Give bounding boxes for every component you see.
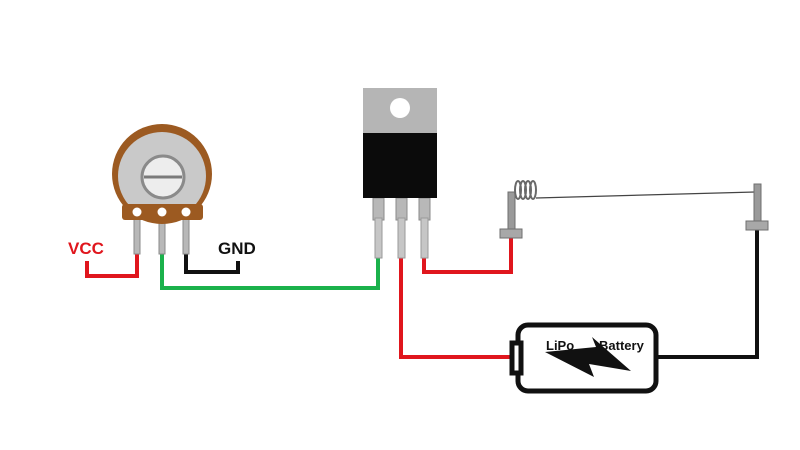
battery-negative-wire — [656, 230, 759, 359]
vcc-wire — [85, 252, 139, 278]
transistor-icon — [363, 88, 437, 259]
wires — [85, 230, 759, 359]
lightning-bolt-icon — [545, 337, 631, 377]
heating-coil-icon — [499, 180, 769, 239]
wiper-wire — [160, 252, 380, 290]
battery-positive-wire — [399, 257, 518, 359]
vcc-label: VCC — [68, 239, 104, 258]
coil-wire — [422, 238, 513, 274]
potentiometer-icon — [112, 124, 212, 255]
gnd-label: GND — [218, 239, 256, 258]
lipo-label: LiPo — [546, 338, 574, 353]
battery-label: Battery — [599, 338, 645, 353]
battery-icon — [509, 322, 659, 394]
gnd-wire — [184, 252, 240, 274]
